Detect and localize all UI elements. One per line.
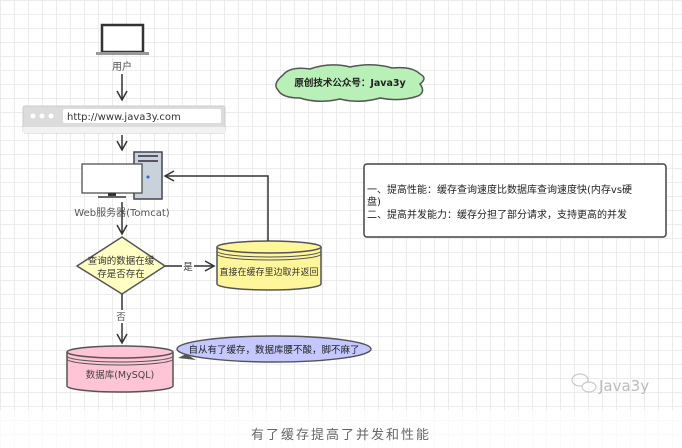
db-speech-bubble xyxy=(176,335,372,363)
yes-label: 是 xyxy=(183,262,193,273)
cache-cylinder xyxy=(216,240,322,291)
user-label: 用户 xyxy=(112,60,132,73)
watermark-text: Java3y xyxy=(598,377,649,395)
db-bubble-text: 自从有了缓存，数据库腰不酸，脚不麻了 xyxy=(188,344,359,356)
database-cylinder xyxy=(66,345,174,393)
cache-label: 直接在缓存里边取并返回 xyxy=(219,266,318,278)
notes-line1: 一、提高性能：缓存查询速度比数据库查询速度快(内存vs硬 xyxy=(367,183,632,196)
notes-line2: 盘) xyxy=(367,195,381,208)
caption-area xyxy=(0,410,682,448)
cloud-text: 原创技术公众号：Java3y xyxy=(294,77,406,89)
laptop-icon xyxy=(96,23,149,55)
url-text: http://www.java3y.com xyxy=(67,112,181,123)
browser-bar xyxy=(22,105,226,134)
arrow-cache-return xyxy=(163,170,269,241)
server-icon xyxy=(81,151,163,200)
notes-line3: 二、提高并发能力：缓存分担了部分请求，支持更高的并发 xyxy=(367,208,627,221)
notes-box xyxy=(363,163,667,238)
no-label: 否 xyxy=(116,312,126,323)
cloud-shape xyxy=(275,64,425,102)
decision-line1: 查询的数据在缓 xyxy=(88,255,155,267)
figure-caption: 有了缓存提高了并发和性能 xyxy=(250,428,431,443)
decision-line2: 存是否存在 xyxy=(97,268,145,280)
wechat-icon xyxy=(571,373,597,393)
db-label: 数据库(MySQL) xyxy=(86,369,155,381)
